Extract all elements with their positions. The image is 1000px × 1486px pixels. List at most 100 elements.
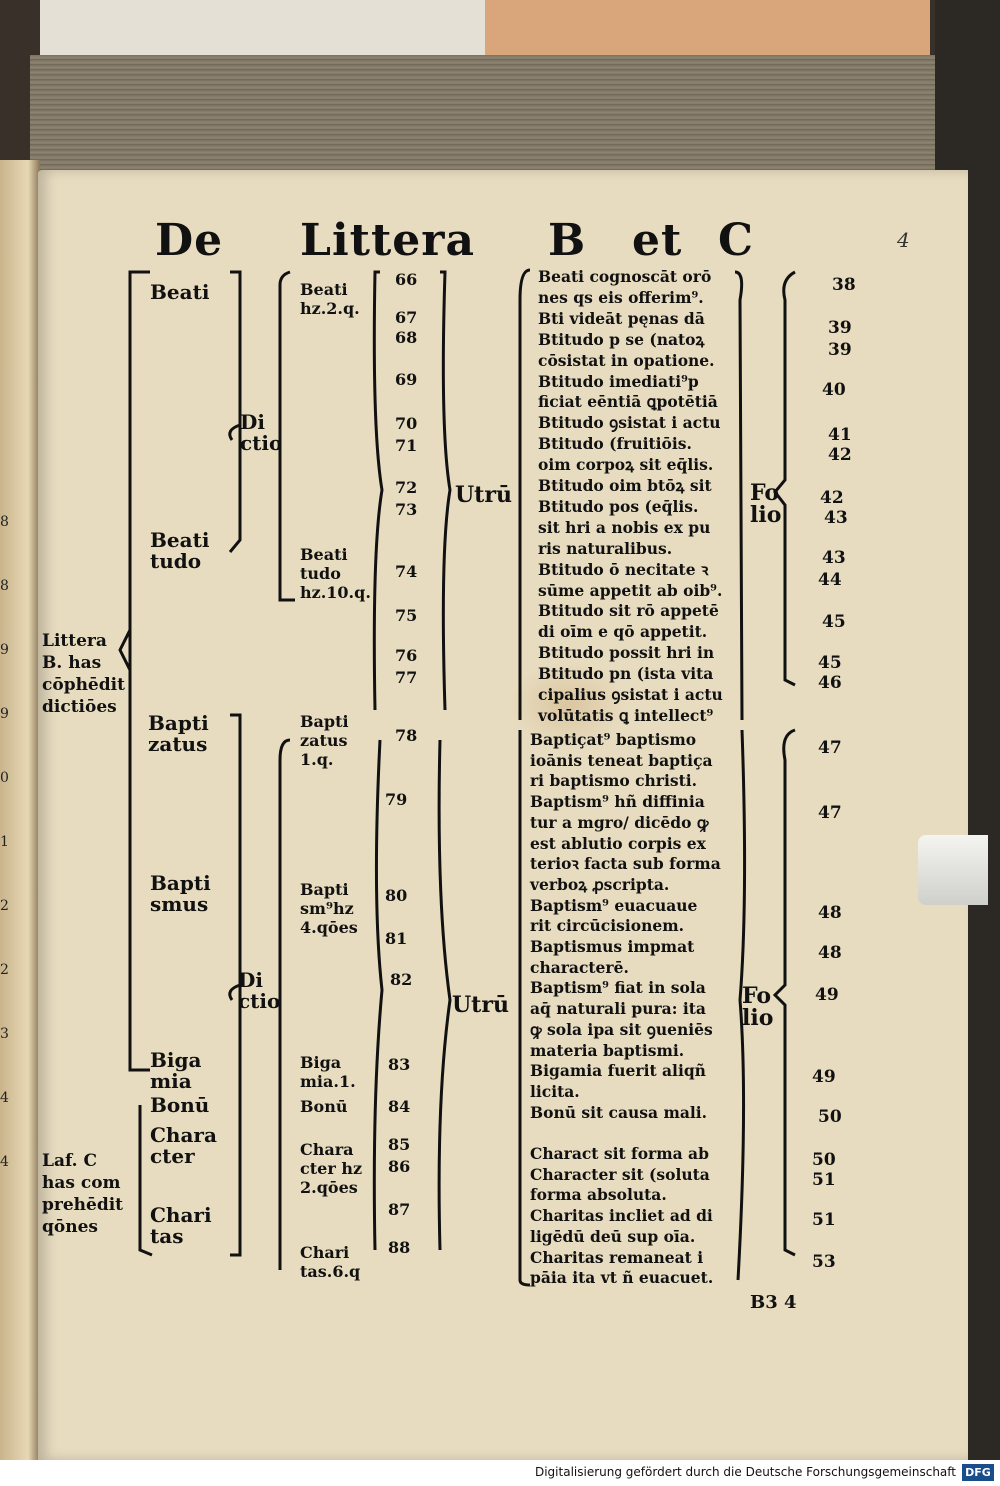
left-margin-number: 8 — [0, 514, 9, 530]
col1-laf: Laf. C has com prehēdit qōnes — [42, 1151, 124, 1237]
col1-charitas: Chari tas — [150, 1203, 212, 1248]
question-line: ris naturalibus. — [538, 538, 673, 558]
question-line: licita. — [530, 1081, 580, 1101]
folio-number: 43 — [824, 508, 848, 528]
question-number: 67 — [395, 308, 418, 327]
page-stain — [508, 660, 628, 750]
question-number: 74 — [395, 562, 418, 581]
question-number: 81 — [385, 929, 408, 948]
question-number: 78 — [395, 726, 418, 745]
question-line: forma absoluta. — [530, 1185, 667, 1205]
question-line: Btitudo pos (eq̄lis. — [538, 496, 699, 516]
bookmark-tan — [485, 0, 930, 58]
col1-beati: Beati — [150, 280, 210, 304]
left-margin-number: 1 — [0, 834, 9, 850]
page-edges — [30, 55, 935, 175]
question-number: 84 — [388, 1097, 411, 1116]
question-number: 73 — [395, 500, 418, 519]
title-word-c: C — [718, 215, 755, 266]
question-number: 75 — [395, 606, 418, 625]
col1-bigamia: Biga mia — [150, 1048, 202, 1093]
col1-baptismus: Bapti smus — [150, 871, 211, 916]
question-line: Btitudo ō necitate ꝛ — [538, 559, 709, 579]
question-line: materia baptismi. — [530, 1040, 685, 1060]
question-number: 69 — [395, 370, 418, 389]
title-word-b: B — [548, 215, 587, 266]
folio-number: 51 — [812, 1210, 836, 1230]
question-number: 70 — [395, 414, 418, 433]
folio-number: 50 — [818, 1107, 842, 1127]
question-number: 87 — [388, 1200, 411, 1219]
col2-baptismus: Bapti sm⁹hz 4.qōes — [300, 880, 358, 937]
folio-number: 48 — [818, 903, 842, 923]
question-line: Baptism⁹ euacuaue — [530, 895, 698, 915]
question-line: Btitudo (fruitiōis. — [538, 434, 692, 454]
question-line: aq̄ naturali pura: ita — [530, 999, 706, 1019]
title-word-littera: Littera — [300, 215, 475, 266]
folio-number: 45 — [818, 653, 842, 673]
folio-number: 38 — [832, 275, 856, 295]
question-line: Bigamia fuerit aliqñ — [530, 1061, 706, 1081]
col1-littera: Littera B. has cōphēdit dictiōes — [42, 631, 125, 717]
folio-number: 51 — [812, 1170, 836, 1190]
question-line: Beati cognoscāt orō — [538, 267, 712, 286]
folio-number: 43 — [822, 548, 846, 568]
question-line: sūme appetit ab oib⁹. — [538, 580, 723, 600]
question-line: Btitudo ꝯsistat i actu — [538, 413, 721, 433]
folio-number: 49 — [815, 985, 839, 1005]
left-margin-number: 9 — [0, 642, 9, 658]
folio-top: Fo lio — [750, 480, 782, 528]
question-line: ꝙ sola ipa sit ꝯueniēs — [530, 1019, 713, 1039]
question-line: oim corpoꝝ sit eq̄lis. — [538, 455, 714, 475]
left-margin-number: 0 — [0, 770, 9, 786]
question-line: ioānis teneat baptiça — [530, 750, 713, 770]
question-line: cipalius ꝯsistat i actu — [538, 685, 723, 704]
folio-number: 39 — [828, 340, 852, 360]
question-number: 66 — [395, 270, 418, 289]
folio-number: 41 — [828, 425, 852, 445]
question-line: terioꝛ facta sub forma — [530, 854, 721, 874]
question-line: cōsistat in opatione. — [538, 350, 715, 370]
question-line: Btitudo p se (natoꝝ — [538, 329, 705, 349]
col1-beatitudo: Beati tudo — [150, 528, 210, 573]
col2-baptizatus: Bapti zatus 1.q. — [300, 712, 349, 769]
corner-number: 4 — [897, 228, 910, 252]
question-line: ri baptismo christi. — [530, 771, 698, 791]
question-number: 76 — [395, 646, 418, 665]
question-line: Baptism⁹ fiat in sola — [530, 978, 706, 998]
question-line: Charitas remaneat i — [530, 1247, 704, 1267]
folio-number: 40 — [822, 380, 846, 400]
question-line: Bti videāt pęnas dā — [538, 308, 705, 328]
utru-bottom: Utrū — [452, 992, 509, 1018]
col2-character: Chara cter hz 2.qōes — [300, 1140, 363, 1197]
book-page — [38, 170, 968, 1460]
question-number: 77 — [395, 668, 418, 687]
question-line: Bonū sit causa mali. — [530, 1102, 708, 1122]
footer-bar: Digitalisierung gefördert durch die Deut… — [0, 1460, 1000, 1486]
question-line: est ablutio corpis ex — [530, 833, 706, 853]
folio-number: 50 — [812, 1150, 836, 1170]
folio-number: 46 — [818, 673, 842, 693]
question-line: Btitudo sit rō appetē — [538, 601, 719, 621]
question-line: Btitudo possit hri in — [538, 643, 715, 663]
question-number: 88 — [388, 1238, 411, 1257]
signature-mark: B3 4 — [750, 1292, 797, 1313]
col1-bonu: Bonū — [150, 1093, 210, 1117]
question-line: Baptismus impmat — [530, 937, 695, 956]
col1-baptizatus: Bapti zatus — [148, 711, 209, 756]
question-number: 72 — [395, 478, 418, 497]
question-line: rit circūcisionem. — [530, 916, 685, 936]
question-number: 86 — [388, 1157, 411, 1176]
left-margin-number: 2 — [0, 898, 9, 914]
question-line: Charitas incliet ad di — [530, 1206, 713, 1226]
question-line: pāia ita vt ñ euacuet. — [530, 1268, 714, 1288]
col2-bonu: Bonū — [300, 1097, 348, 1116]
question-line: sit hri a nobis ex pu — [538, 517, 711, 537]
dictio-bottom: Di ctio — [238, 968, 281, 1013]
dictio-top: Di ctio — [240, 410, 283, 455]
left-margin-number: 8 — [0, 578, 9, 594]
